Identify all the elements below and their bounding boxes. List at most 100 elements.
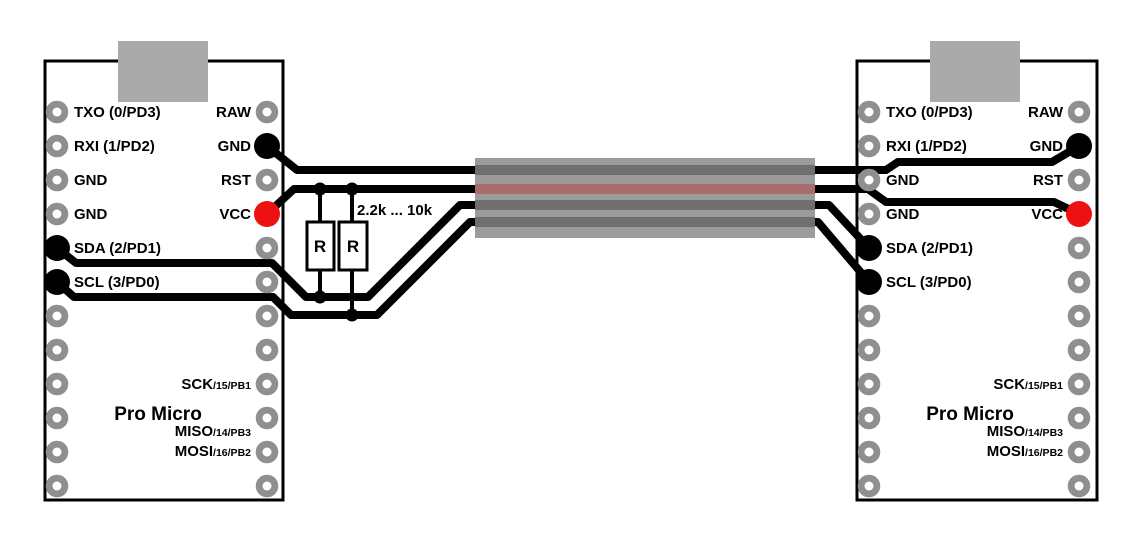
gnd-wire [263, 142, 1083, 174]
pin-hole [45, 406, 69, 430]
pin-hole [255, 304, 279, 328]
sda-pin [856, 235, 882, 261]
pin-label-sck: SCK/15/PB1 [181, 376, 251, 393]
pin-label-gnd1: GND [74, 172, 108, 189]
resistor2-body [337, 220, 369, 272]
vcc-pin [1066, 201, 1092, 227]
pin-label-gnd: GND [218, 138, 252, 155]
junction-sda-r1 [313, 290, 327, 304]
pin-label-mosi-sub: /16/PB2 [1025, 447, 1063, 459]
pin-hole [255, 100, 279, 124]
pin-hole [1067, 100, 1091, 124]
pin-label-rst: RST [1033, 172, 1063, 189]
pin-hole [857, 202, 881, 226]
left-pro-micro-board [43, 41, 285, 502]
pin-label-scl: SCL (3/PD0) [74, 274, 160, 291]
pin-hole [857, 372, 881, 396]
resistor1-body [305, 220, 336, 272]
pin-label-miso: MISO/14/PB3 [175, 423, 251, 440]
pin-label-sda: SDA (2/PD1) [886, 240, 973, 257]
resistor1-label: R [314, 237, 326, 256]
pin-hole [1067, 168, 1091, 192]
pin-hole [857, 474, 881, 498]
pin-hole [857, 406, 881, 430]
pin-hole [255, 406, 279, 430]
board-outline [43, 59, 285, 502]
pin-label-rxi: RXI (1/PD2) [74, 138, 155, 155]
pin-hole [1067, 236, 1091, 260]
sda-pin [44, 235, 70, 261]
pin-hole [255, 440, 279, 464]
cable-sda-stripe [475, 200, 815, 210]
pin-label-scl: SCL (3/PD0) [886, 274, 972, 291]
pin-hole [1067, 270, 1091, 294]
pin-hole [45, 202, 69, 226]
pin-hole [1067, 474, 1091, 498]
vcc-wire [263, 185, 1083, 218]
pin-hole [255, 338, 279, 362]
cable-scl-stripe [475, 217, 815, 227]
pin-hole [1067, 304, 1091, 328]
pin-label-sda: SDA (2/PD1) [74, 240, 161, 257]
pin-hole [255, 474, 279, 498]
resistor2-label: R [347, 237, 359, 256]
pin-hole [1067, 372, 1091, 396]
cable-vcc-stripe [475, 184, 815, 194]
gnd-pin [254, 133, 280, 159]
scl-pin [44, 269, 70, 295]
pin-hole [255, 168, 279, 192]
pin-label-miso-main: MISO [987, 423, 1026, 440]
pin-label-vcc: VCC [219, 206, 251, 223]
pin-label-sck-sub: /15/PB1 [213, 380, 251, 392]
cable-gnd-stripe [475, 165, 815, 175]
pin-label-txo: TXO (0/PD3) [886, 104, 973, 121]
pin-label-gnd2: GND [886, 206, 920, 223]
pin-hole [1067, 406, 1091, 430]
pin-label-miso-sub: /14/PB3 [1025, 427, 1063, 439]
pin-label-sck: SCK/15/PB1 [993, 376, 1063, 393]
pin-hole [45, 440, 69, 464]
pin-label-rst: RST [221, 172, 251, 189]
pin-hole [45, 474, 69, 498]
pin-hole [857, 304, 881, 328]
board-name: Pro Micro [114, 404, 202, 425]
pin-label-mosi: MOSI/16/PB2 [175, 443, 251, 460]
pin-hole [857, 100, 881, 124]
pin-hole [45, 100, 69, 124]
usb-connector [930, 41, 1020, 102]
junction-scl-r2 [345, 308, 359, 322]
pin-label-miso: MISO/14/PB3 [987, 423, 1063, 440]
junction-vcc-r1 [313, 182, 327, 196]
pin-hole [45, 168, 69, 192]
pin-hole [1067, 440, 1091, 464]
pin-label-rxi: RXI (1/PD2) [886, 138, 967, 155]
pin-label-gnd: GND [1030, 138, 1064, 155]
pin-hole [255, 270, 279, 294]
pin-label-txo: TXO (0/PD3) [74, 104, 161, 121]
pin-label-sck-main: SCK [993, 376, 1025, 393]
gnd-pin [1066, 133, 1092, 159]
pin-label-miso-main: MISO [175, 423, 214, 440]
pin-label-mosi-main: MOSI [175, 443, 213, 460]
pin-label-mosi: MOSI/16/PB2 [987, 443, 1063, 460]
pin-hole [255, 372, 279, 396]
right-pro-micro-board [855, 41, 1099, 502]
pullup-resistors: R R 2.2k ... 10k [305, 182, 433, 322]
pin-label-raw: RAW [1028, 104, 1064, 121]
pin-label-mosi-main: MOSI [987, 443, 1025, 460]
pin-label-vcc: VCC [1031, 206, 1063, 223]
pin-label-mosi-sub: /16/PB2 [213, 447, 251, 459]
pin-label-gnd1: GND [886, 172, 920, 189]
resistor-value-note: 2.2k ... 10k [357, 202, 433, 219]
pin-hole [857, 338, 881, 362]
pin-hole [45, 372, 69, 396]
junction-vcc-r2 [345, 182, 359, 196]
cable [475, 158, 815, 238]
pin-label-gnd2: GND [74, 206, 108, 223]
pin-hole [857, 134, 881, 158]
scl-pin [856, 269, 882, 295]
pin-label-sck-main: SCK [181, 376, 213, 393]
pin-hole [255, 236, 279, 260]
